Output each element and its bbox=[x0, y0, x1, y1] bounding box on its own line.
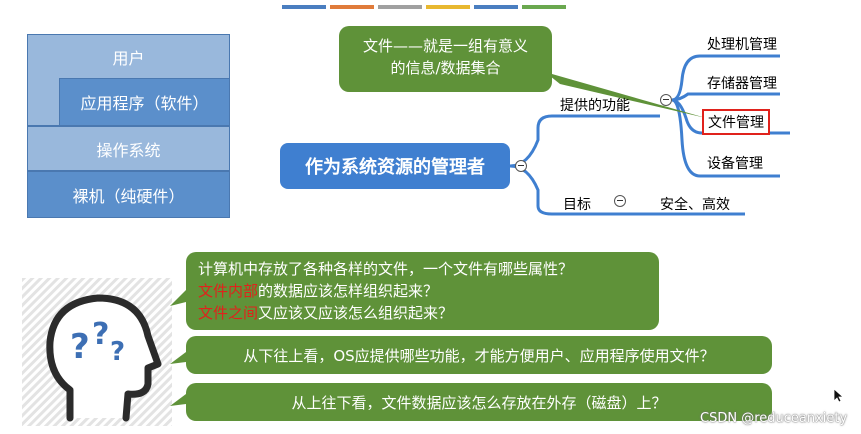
question-1-line-1: 计算机中存放了各种各样的文件，一个文件有哪些属性？ bbox=[198, 258, 573, 280]
question-bubble-2: 从下往上看，OS应提供哪些功能，才能方便用户、应用程序使用文件？ bbox=[186, 336, 772, 374]
question-1-line-2-rest: 的数据应该怎样组织起来？ bbox=[258, 282, 438, 300]
question-2-text: 从下往上看，OS应提供哪些功能，才能方便用户、应用程序使用文件？ bbox=[186, 345, 772, 366]
question-1-red-between: 文件之间 bbox=[198, 304, 258, 322]
question-1-line-3: 文件之间又应该又应该怎么组织起来？ bbox=[198, 302, 573, 324]
watermark: CSDN @reduceanxiety bbox=[700, 411, 847, 426]
question-bubble-1: 计算机中存放了各种各样的文件，一个文件有哪些属性？ 文件内部的数据应该怎样组织起… bbox=[186, 252, 659, 330]
question-bubble-3: 从上往下看，文件数据应该怎么存放在外存（磁盘）上？ bbox=[186, 383, 772, 421]
question-3-text: 从上往下看，文件数据应该怎么存放在外存（磁盘）上？ bbox=[186, 392, 772, 413]
question-1-line-2: 文件内部的数据应该怎样组织起来？ bbox=[198, 280, 573, 302]
question-1-line-3-rest: 又应该又应该怎么组织起来？ bbox=[258, 304, 453, 322]
mouse-cursor-icon bbox=[834, 389, 844, 403]
question-1-red-inner: 文件内部 bbox=[198, 282, 258, 300]
